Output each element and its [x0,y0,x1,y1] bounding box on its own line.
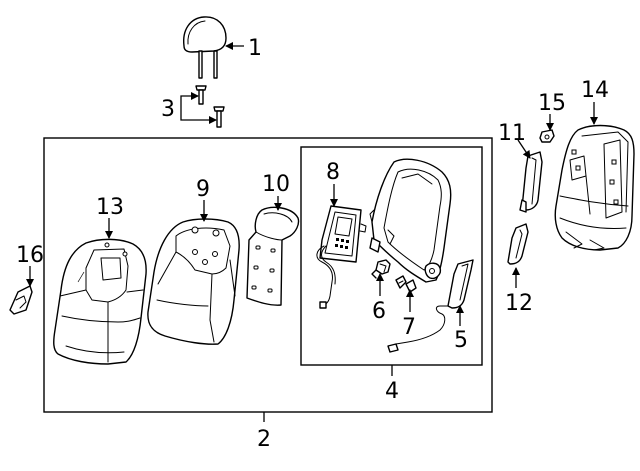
side-trim-lower-part[interactable] [507,223,529,265]
callout-16: 16 [16,243,44,268]
callout-1: 1 [248,36,262,61]
headrest-guide-pins[interactable] [195,85,225,128]
callout-6: 6 [372,299,386,324]
control-module-part[interactable] [316,205,367,309]
callout-10: 10 [262,172,290,197]
assembly-2-frame [43,137,493,413]
callout-12: 12 [505,291,533,316]
callout-11: 11 [498,121,526,146]
heater-pad-part[interactable] [246,206,300,306]
seat-back-panel-part[interactable] [554,124,635,251]
clip-bracket-part-16[interactable] [9,285,33,315]
seat-back-cover-part[interactable] [53,238,147,365]
clip-part-15[interactable] [539,129,555,143]
callout-3: 3 [161,97,175,122]
callout-4: 4 [385,379,399,404]
callout-2: 2 [257,427,271,452]
leader-lines [26,42,598,422]
side-trim-upper-part[interactable] [519,151,543,213]
callout-9: 9 [196,177,210,202]
side-panel-part-5[interactable] [387,259,474,353]
callout-labels: 1 2 3 4 5 6 7 8 9 10 11 12 13 14 15 16 [16,36,609,452]
headrest-part[interactable] [183,16,227,79]
callout-5: 5 [454,328,468,353]
callout-7: 7 [402,315,416,340]
callout-8: 8 [326,160,340,185]
callout-15: 15 [538,91,566,116]
seat-back-pad-part[interactable] [147,218,240,345]
seat-back-frame-part[interactable] [369,158,452,283]
callout-13: 13 [96,195,124,220]
clip-part-7[interactable] [395,275,417,293]
callout-14: 14 [581,78,609,103]
bracket-part-6[interactable] [371,259,391,279]
